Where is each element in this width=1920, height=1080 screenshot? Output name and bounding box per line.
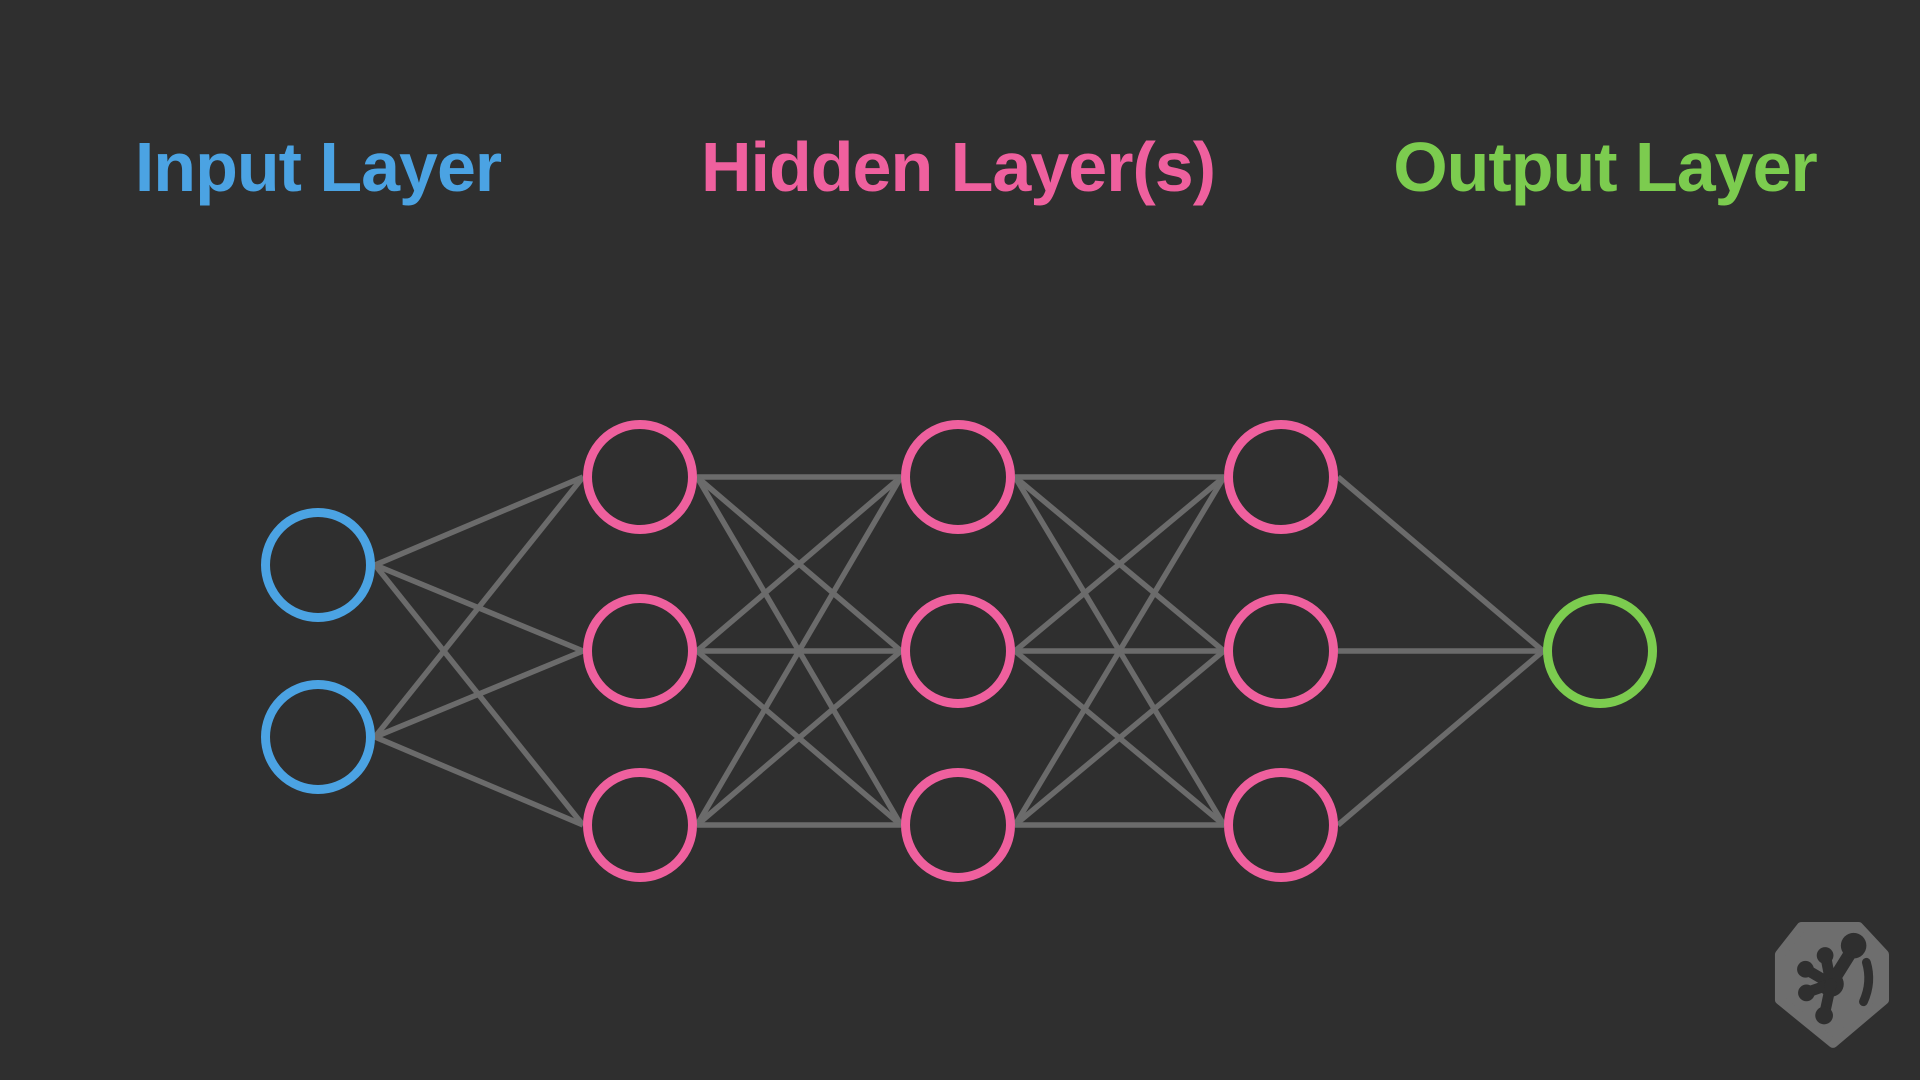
hidden-1-node-2 — [583, 594, 697, 708]
connection-hidden-3-to-output — [1336, 648, 1545, 828]
connection-input-to-hidden-1 — [373, 734, 585, 828]
connection-lines — [372, 474, 1545, 828]
layer-title-input: Input Layer — [134, 128, 502, 206]
connection-hidden-1-to-hidden-2 — [695, 648, 903, 828]
hidden-2-node-2 — [901, 594, 1015, 708]
hidden-2-node-3 — [901, 768, 1015, 882]
connection-hidden-2-to-hidden-3 — [1012, 475, 1227, 827]
hidden-3-node-1 — [1224, 420, 1338, 534]
connection-hidden-2-to-hidden-3 — [1013, 648, 1226, 828]
hidden-3-node-3 — [1224, 768, 1338, 882]
connection-input-to-hidden-1 — [373, 474, 585, 568]
hidden-3-node-2 — [1224, 594, 1338, 708]
logo-frog-foot-cutout — [1797, 932, 1874, 1025]
connection-input-to-hidden-1 — [372, 475, 586, 739]
output-node-1 — [1543, 594, 1657, 708]
hidden-2-node-1 — [901, 420, 1015, 534]
connection-hidden-2-to-hidden-3 — [1013, 474, 1226, 654]
layer-title-output: Output Layer — [1393, 128, 1818, 206]
input-node-2 — [261, 680, 375, 794]
layer-title-hidden: Hidden Layer(s) — [701, 128, 1216, 206]
connection-hidden-1-to-hidden-2 — [694, 475, 904, 827]
connection-input-to-hidden-1 — [373, 648, 585, 740]
connection-hidden-1-to-hidden-2 — [695, 474, 903, 654]
hexagon-frog-logo — [1774, 922, 1890, 1048]
connection-hidden-3-to-output — [1336, 474, 1545, 654]
hidden-1-node-3 — [583, 768, 697, 882]
hidden-1-node-1 — [583, 420, 697, 534]
input-node-1 — [261, 508, 375, 622]
